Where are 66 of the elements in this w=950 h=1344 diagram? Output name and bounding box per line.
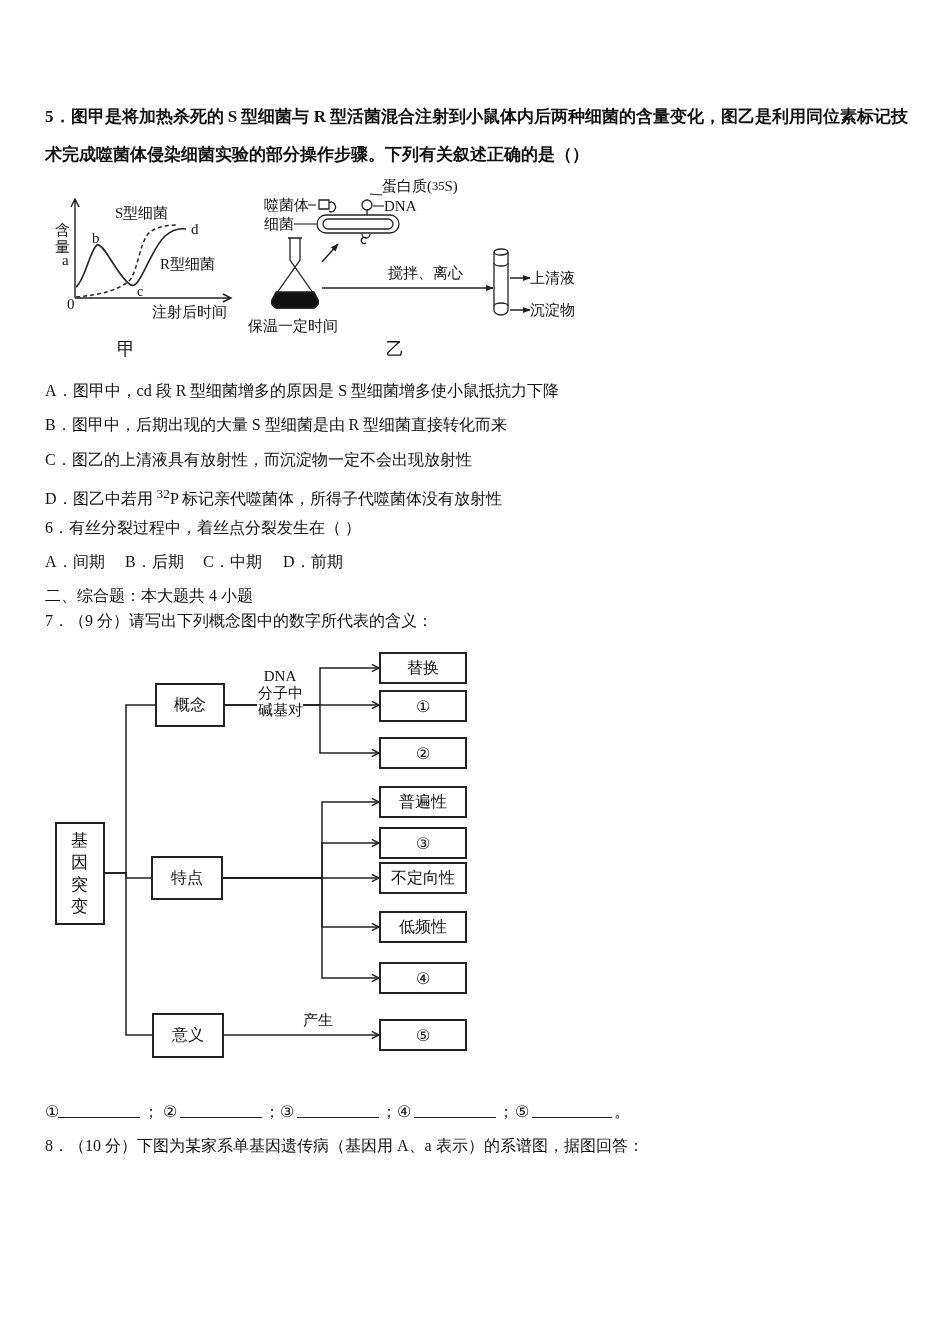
question-text: 5．图甲是将加热杀死的 S 型细菌与 R 型活菌混合注射到小鼠体内后两种细菌的含量变化，图乙是利用同位素标记技术完成噬菌体侵染细菌实验的部分操作步骤。下列有关叙述正确的是（） [45,106,910,166]
arrow [222,877,380,983]
axis-label: 0 [67,295,75,314]
answer-box: ⑤ [379,1019,467,1051]
answer-number: ④ [397,1102,411,1122]
punctuation: ； [498,1102,514,1122]
answer-box: ① [379,690,467,722]
caption-text: 保温一定时间 [248,317,338,336]
option-text: A．间期 [45,552,105,572]
option-text: C．中期 [203,552,262,572]
bracket-line [104,872,153,1036]
point-label: c [137,283,144,301]
concept-box: 低频性 [379,911,467,943]
leader-text: 细菌 [264,215,294,233]
answer-box: ③ [379,827,467,859]
sediment-label: 沉淀物 [530,300,582,320]
section-heading: 二、综合题：本大题共 4 小题 [45,586,253,606]
option-text: A．图甲中，cd 段 R 型细菌增多的原因是 S 型细菌增多使小鼠抵抗力下降 [45,381,560,401]
leader-line [307,204,317,206]
leader-line [369,193,383,196]
flask-drawing [268,236,322,310]
arrow [509,274,531,282]
concept-box: 不定向性 [379,862,467,894]
answer-box: ④ [379,962,467,994]
concept-box: 意义 [152,1013,224,1058]
curve-label: R型细菌 [160,255,215,274]
concept-box: 特点 [151,856,223,900]
arrow [321,243,339,263]
option-text: B．图甲中，后期出现的大量 S 型细菌是由 R 型细菌直接转化而来 [45,415,508,435]
arrow [321,284,494,292]
punctuation: ； [264,1102,280,1122]
answer-number: ⑤ [515,1102,529,1122]
curve-label: S型细菌 [115,204,169,223]
answer-number: ② [163,1102,177,1122]
leader-line [293,223,317,225]
leader-text: 噬菌体 [264,196,308,214]
panel-label: 乙 [386,339,404,359]
leader-text: DNA [384,197,420,215]
option-text: C．图乙的上清液具有放射性，而沉淀物一定不会出现放射性 [45,450,472,470]
punctuation: 。 [614,1102,630,1122]
question-text: 8．（10 分）下图为某家系单基因遗传病（基因用 A、a 表示）的系谱图，据图回答： [45,1136,644,1156]
gene-mutation-box: 基因突变 [55,822,105,925]
point-label: d [191,220,199,239]
answer-number: ① [45,1102,59,1122]
question-text: 6．有丝分裂过程中，着丝点分裂发生在（ ） [45,518,361,538]
question-text: 7．（9 分）请写出下列概念图中的数字所代表的含义： [45,611,433,631]
punctuation: ； [143,1102,159,1122]
option-text: D．前期 [283,552,343,572]
panel-label: 甲 [117,339,135,359]
edge-label: DNA分子中碱基对 [257,668,303,719]
answer-box: ② [379,737,467,769]
option-text: B．后期 [125,552,184,572]
edge-label: 产生 [300,1012,336,1029]
leader-line [372,205,385,207]
punctuation: ； [381,1102,397,1122]
axis-label: 注射后时间 [152,303,227,322]
supernatant-label: 上清液 [530,268,582,288]
concept-box: 替换 [379,652,467,684]
option-text: D．图乙中若用 $^{32}$P 标记亲代噬菌体，所得子代噬菌体没有放射性 [45,485,503,510]
arrow [509,306,531,314]
answer-number: ③ [280,1102,294,1122]
concept-box: 普遍性 [379,786,467,818]
test-tube-drawing [493,248,510,316]
arrow [223,1030,380,1040]
point-label: b [92,229,100,248]
concept-box: 概念 [155,683,225,727]
